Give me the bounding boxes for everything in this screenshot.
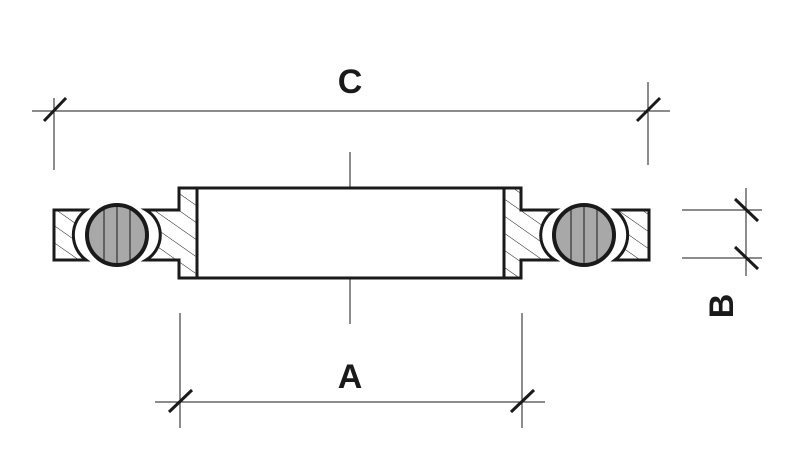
ball-left: [85, 203, 149, 267]
inner-ring-right-section: [502, 186, 561, 280]
dimension-b: B: [682, 188, 762, 318]
outer-ring-right-section: [610, 208, 651, 262]
dimension-a-tick-left: [167, 388, 194, 414]
dimension-b-label: B: [703, 294, 741, 319]
dimension-c-tick-right: [635, 96, 662, 123]
outer-ring: [52, 208, 651, 262]
outer-ring-left-section: [52, 208, 91, 262]
dimension-b-tick-bottom: [733, 245, 760, 271]
inner-ring-bore: [195, 186, 506, 280]
inner-ring-left-section: [140, 186, 199, 280]
inner-ring: [140, 186, 561, 280]
dimension-a: A: [155, 313, 545, 428]
dimension-c-tick-left: [42, 96, 68, 123]
dimension-a-label: A: [338, 358, 363, 396]
dimension-c: C: [32, 63, 670, 170]
dimension-a-tick-right: [509, 388, 536, 414]
ball-right: [552, 203, 616, 267]
dimension-c-label: C: [338, 63, 363, 101]
dimension-b-tick-top: [733, 197, 760, 223]
